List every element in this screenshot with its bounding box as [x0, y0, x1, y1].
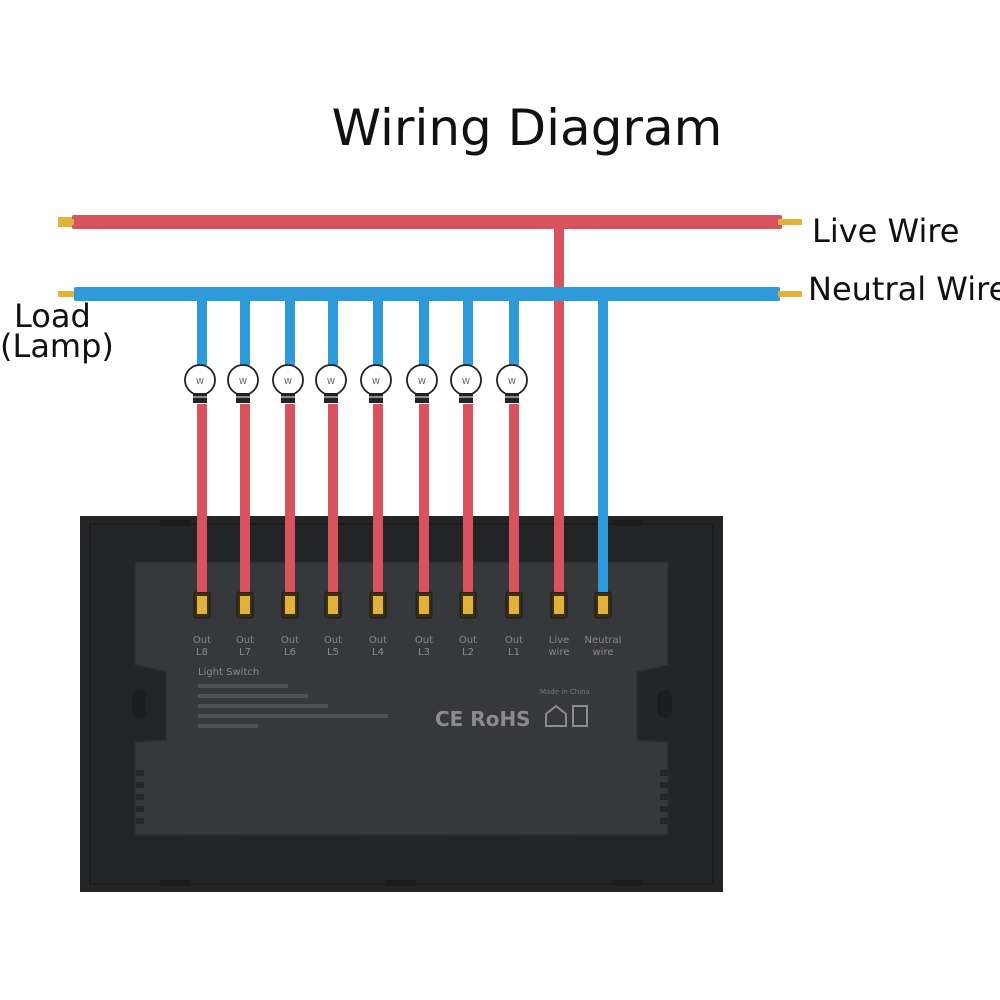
neutral-drop-wire: [197, 293, 207, 365]
lamp-symbol: W: [327, 377, 335, 386]
load-label: Load: [14, 297, 91, 335]
lamp-symbol: W: [196, 377, 204, 386]
neutral-drop-wire: [463, 293, 473, 365]
terminal-brass: [240, 596, 250, 614]
terminal-brass: [598, 596, 608, 614]
terminal-brass: [463, 596, 473, 614]
mount-slot-left: [132, 690, 146, 718]
live-feed-wire: [554, 221, 564, 592]
terminal-brass: [554, 596, 564, 614]
switched-live-wire: [463, 404, 473, 592]
neutral-wire-label: Neutral Wire: [808, 270, 1000, 308]
lamp-bulb-icon: W: [360, 364, 392, 403]
terminal-label-line1: Out: [505, 635, 523, 646]
wires: [58, 215, 802, 592]
lamp-bulb-icon: W: [406, 364, 438, 403]
live-bus-wire: [72, 215, 782, 229]
terminal-label-line1: Out: [415, 635, 433, 646]
neutral-bus-end-left: [58, 291, 78, 297]
neutral-drop-wire: [285, 293, 295, 365]
terminal-label-line2: L3: [418, 647, 430, 658]
terminal-brass: [328, 596, 338, 614]
terminal-brass: [419, 596, 429, 614]
mount-slot-right: [658, 690, 672, 718]
terminal-label-line2: L4: [372, 647, 384, 658]
live-bus-end-left: [58, 219, 74, 225]
terminal-label-line1: Out: [281, 635, 299, 646]
terminal-label-line2: L8: [196, 647, 208, 658]
terminal-label-line2: L6: [284, 647, 296, 658]
terminals: [193, 591, 612, 619]
lamp-bulb-icon: W: [450, 364, 482, 403]
neutral-bus-wire: [74, 287, 780, 301]
neutral-drop-wire: [419, 293, 429, 365]
neutral-bus-end: [778, 291, 802, 297]
live-wire-label: Live Wire: [812, 212, 959, 250]
lamp-symbol: W: [284, 377, 292, 386]
terminal-label-line1: Out: [324, 635, 342, 646]
lamp-symbol: W: [239, 377, 247, 386]
lamp-bulb-icon: W: [496, 364, 528, 403]
lamp-bulb-icon: W: [227, 364, 259, 403]
neutral-drop-wire: [373, 293, 383, 365]
terminal-labels: OutL8OutL7OutL6OutL5OutL4OutL3OutL2OutL1…: [193, 635, 622, 658]
vent-slots: [136, 770, 668, 848]
terminal-label-line2: wire: [592, 647, 613, 658]
switched-live-wire: [373, 404, 383, 592]
neutral-drop-wire: [240, 293, 250, 365]
home-icon: [545, 704, 567, 727]
switched-live-wire: [197, 404, 207, 592]
terminal-label-line2: L7: [239, 647, 251, 658]
terminal-brass: [509, 596, 519, 614]
terminal-label-line1: Live: [549, 635, 569, 646]
terminal-label-line2: wire: [548, 647, 569, 658]
neutral-drop-wire: [509, 293, 519, 365]
device-spec-lines: [198, 684, 388, 728]
lamp-symbol: W: [418, 377, 426, 386]
lamp-bulb-icon: W: [272, 364, 304, 403]
switched-live-wire: [509, 404, 519, 592]
lamp-symbol: W: [462, 377, 470, 386]
lamp-symbol: W: [372, 377, 380, 386]
terminal-brass: [285, 596, 295, 614]
switched-live-wire: [285, 404, 295, 592]
panel-back-box: [134, 561, 669, 836]
lamp-label: (Lamp): [0, 327, 114, 365]
switched-live-wire: [240, 404, 250, 592]
live-bus-end: [778, 219, 802, 225]
terminal-label-line1: Out: [369, 635, 387, 646]
diagram-title: Wiring Diagram: [332, 99, 723, 157]
lamp-bulb-icon: W: [315, 364, 347, 403]
terminal-brass: [373, 596, 383, 614]
terminal-label-line1: Out: [236, 635, 254, 646]
switched-live-wire: [419, 404, 429, 592]
lamp-symbol: W: [508, 377, 516, 386]
terminal-label-line2: L1: [508, 647, 520, 658]
cert-marks: CE RoHS: [435, 707, 531, 731]
switch-panel: Light Switch Made in China CE RoHS: [80, 516, 723, 892]
terminal-label-line1: Neutral: [585, 635, 622, 646]
weee-bin-icon: [572, 705, 588, 727]
switched-live-wire: [328, 404, 338, 592]
neutral-feed-wire: [598, 293, 608, 592]
neutral-drop-wire: [328, 293, 338, 365]
terminal-label-line1: Out: [459, 635, 477, 646]
device-name: Light Switch: [198, 667, 259, 678]
terminal-brass: [197, 596, 207, 614]
lamp-bulb-icon: W: [184, 364, 216, 403]
terminal-label-line2: L5: [327, 647, 339, 658]
terminal-label-line1: Out: [193, 635, 211, 646]
made-in-text: Made in China: [540, 688, 590, 696]
terminal-label-line2: L2: [462, 647, 474, 658]
